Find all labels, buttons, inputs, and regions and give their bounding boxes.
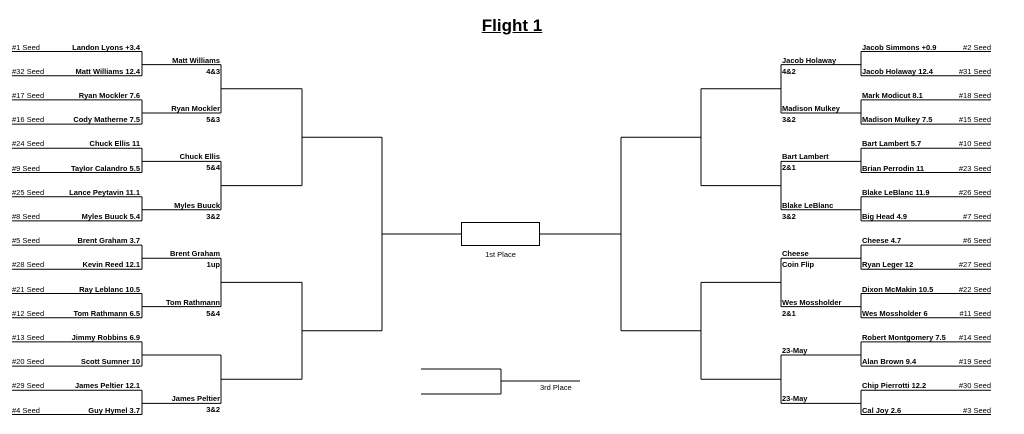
seed-label: #22 Seed (958, 284, 991, 294)
seed-label: #14 Seed (958, 332, 991, 342)
winner-name: Bart Lambert (782, 152, 829, 162)
seed-label: #3 Seed (963, 405, 991, 415)
player-name: Madison Mulkey 7.5 (862, 115, 933, 125)
match-result: 5&4 (206, 308, 220, 318)
winner-name: 23-May (782, 346, 808, 355)
match-result: 4&2 (782, 66, 796, 76)
match-result: 1up (206, 260, 220, 270)
player-name: Myles Buuck 5.4 (81, 211, 140, 221)
player-name: Scott Sumner 10 (80, 357, 140, 367)
player-name: Alan Brown 9.4 (862, 357, 917, 367)
seed-label: #5 Seed (12, 236, 40, 246)
match-result: 3&2 (782, 211, 796, 221)
bracket-title: Flight 1 (481, 16, 543, 35)
match-result: 3&2 (206, 211, 220, 221)
winner-name: Myles Buuck (174, 200, 220, 210)
seed-label: #24 Seed (12, 139, 45, 149)
winner-name: 23-May (782, 394, 808, 404)
seed-label: #29 Seed (12, 381, 45, 391)
seed-label: #12 Seed (12, 308, 45, 318)
player-name: Robert Montgomery 7.5 (862, 332, 946, 342)
seed-label: #1 Seed (12, 42, 40, 52)
player-name: Chuck Ellis 11 (89, 139, 140, 149)
match-result: 5&4 (206, 163, 220, 173)
player-name: Chip Pierrotti 12.2 (862, 381, 927, 391)
winner-name: Madison Mulkey (782, 104, 840, 113)
player-name: Ryan Mockler 7.6 (78, 90, 140, 100)
winner-name: Chuck Ellis (179, 152, 220, 162)
winner-name: Ryan Mockler (171, 104, 220, 113)
player-name: Tom Rathmann 6.5 (73, 308, 140, 318)
winner-name: Tom Rathmann (165, 297, 220, 307)
match-result: 4&3 (206, 66, 220, 76)
player-name: Bart Lambert 5.7 (862, 139, 922, 149)
first-place-label: 1st Place (485, 250, 516, 259)
winner-name: Wes Mossholder (782, 297, 842, 307)
winner-name: Cheese (782, 249, 809, 259)
seed-label: #26 Seed (958, 187, 991, 197)
third-place-label: 3rd Place (540, 383, 572, 392)
seed-label: #16 Seed (12, 115, 45, 125)
seed-label: #9 Seed (12, 163, 40, 173)
seed-label: #2 Seed (963, 42, 991, 52)
player-name: Landon Lyons +3.4 (72, 42, 140, 52)
player-name: Taylor Calandro 5.5 (70, 163, 140, 173)
winner-name: Matt Williams (172, 55, 220, 65)
winner-name: Jacob Holaway (782, 55, 837, 65)
seed-label: #4 Seed (12, 405, 40, 415)
player-name: Cal Joy 2.6 (862, 405, 902, 415)
winner-name: Blake LeBlanc (782, 200, 834, 210)
seed-label: #7 Seed (963, 211, 991, 221)
seed-label: #8 Seed (12, 211, 40, 221)
seed-label: #15 Seed (958, 115, 991, 125)
seed-label: #19 Seed (958, 357, 991, 367)
player-name: Blake LeBlanc 11.9 (862, 187, 930, 197)
player-name: Cody Matherne 7.5 (73, 115, 140, 125)
player-name: Jimmy Robbins 6.9 (71, 332, 140, 342)
player-name: Ray Leblanc 10.5 (79, 284, 140, 294)
seed-label: #27 Seed (958, 260, 991, 270)
match-result: 2&1 (782, 308, 796, 318)
seed-label: #20 Seed (12, 357, 45, 367)
winner-name: James Peltier (171, 394, 220, 404)
seed-label: #21 Seed (12, 284, 45, 294)
player-name: Wes Mossholder 6 (862, 308, 928, 318)
match-result: 5&3 (206, 115, 220, 124)
player-name: James Peltier 12.1 (74, 381, 140, 391)
seed-label: #28 Seed (12, 260, 45, 270)
seed-label: #23 Seed (958, 163, 991, 173)
seed-label: #31 Seed (958, 66, 991, 76)
first-place-box (461, 222, 540, 246)
player-name: Jacob Holaway 12.4 (862, 66, 933, 76)
player-name: Ryan Leger 12 (862, 260, 914, 270)
player-name: Cheese 4.7 (862, 236, 902, 246)
seed-label: #32 Seed (12, 66, 45, 76)
player-name: Brent Graham 3.7 (77, 236, 140, 246)
seed-label: #30 Seed (958, 381, 991, 391)
seed-label: #25 Seed (12, 187, 45, 197)
seed-label: #6 Seed (963, 236, 991, 246)
match-result: 3&2 (782, 115, 796, 124)
seed-label: #13 Seed (12, 332, 45, 342)
player-name: Matt Williams 12.4 (75, 66, 140, 76)
seed-label: #18 Seed (958, 90, 991, 100)
player-name: Guy Hymel 3.7 (88, 405, 140, 415)
match-result: 3&2 (206, 405, 220, 415)
seed-label: #10 Seed (958, 139, 991, 149)
player-name: Brian Perrodin 11 (862, 163, 925, 173)
match-result: 2&1 (782, 163, 796, 173)
match-result: Coin Flip (782, 260, 815, 270)
player-name: Big Head 4.9 (862, 211, 908, 221)
seed-label: #11 Seed (959, 308, 991, 318)
winner-name: Brent Graham (169, 249, 220, 259)
player-name: Dixon McMakin 10.5 (862, 284, 934, 294)
player-name: Kevin Reed 12.1 (82, 260, 140, 270)
player-name: Mark Modicut 8.1 (862, 90, 923, 100)
player-name: Jacob Simmons +0.9 (862, 42, 937, 52)
player-name: Lance Peytavin 11.1 (69, 187, 140, 197)
seed-label: #17 Seed (12, 90, 45, 100)
